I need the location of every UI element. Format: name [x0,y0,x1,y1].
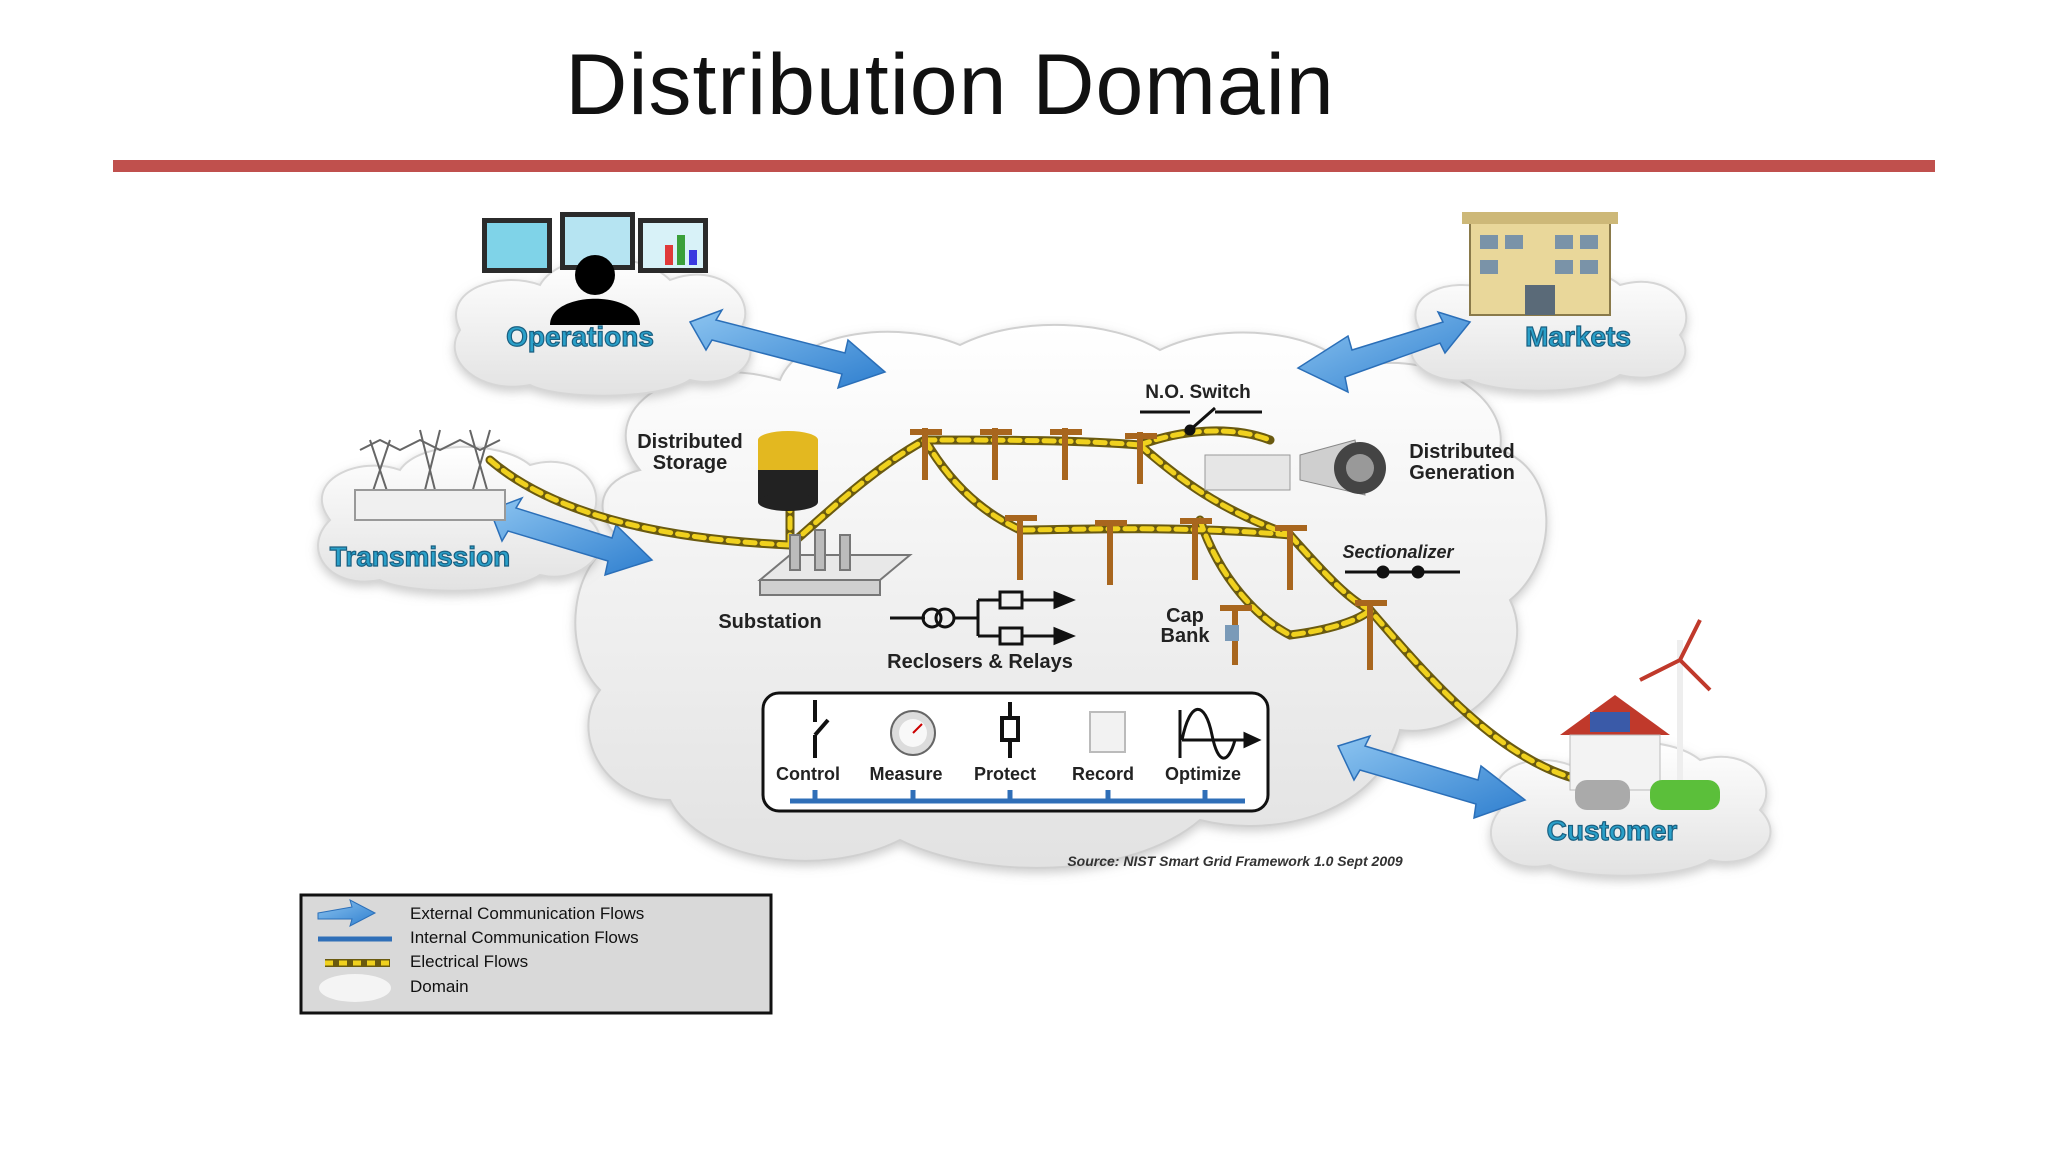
function-label-2: Protect [974,764,1036,784]
label-distributed-generation-1: Distributed [1409,441,1515,463]
legend-external-label: External Communication Flows [410,904,644,923]
label-reclosers-relays: Reclosers & Relays [887,651,1073,673]
title-underline [113,160,1935,172]
domain-label-transmission: Transmission [330,541,511,572]
function-label-0: Control [776,764,840,784]
external-comm-arrow-customer [1336,734,1527,820]
customer-house-icon [1560,619,1720,810]
distributed-generation-icon [1204,439,1386,496]
external-comm-arrow-transmission [489,496,654,577]
markets-building-icon [1462,212,1618,316]
label-sectionalizer: Sectionalizer [1342,542,1454,562]
label-cap-bank-1: Cap [1166,605,1204,627]
external-comm-arrow-markets [1296,310,1472,394]
slide-title: Distribution Domain [565,37,1335,133]
cap-bank-icon [1225,625,1239,641]
source-citation: Source: NIST Smart Grid Framework 1.0 Se… [1067,853,1403,869]
legend-external-arrow-icon [317,899,377,927]
measure-gauge-icon [890,710,936,756]
label-distributed-generation-2: Generation [1409,462,1515,484]
function-panel: Control Measure Protect Record Optimize [761,691,1270,813]
label-cap-bank-2: Bank [1161,625,1211,647]
sectionalizer-icon [1345,565,1460,579]
transmission-tower-icon [354,429,506,521]
external-comm-arrow-operations [688,308,887,390]
reclosers-relays-icon [890,590,1076,646]
utility-poles [910,428,1387,670]
function-label-1: Measure [869,764,942,784]
legend-electrical-label: Electrical Flows [410,952,528,971]
legend: External Communication Flows Internal Co… [299,893,773,1015]
label-distributed-storage-1: Distributed [637,431,743,453]
label-no-switch: N.O. Switch [1145,382,1251,403]
record-scroll-icon [1089,711,1126,753]
function-label-4: Optimize [1165,764,1241,784]
domain-label-customer: Customer [1547,815,1678,846]
legend-domain-icon [319,974,391,1002]
no-switch-icon [1140,406,1262,436]
domain-label-operations: Operations [506,321,654,352]
legend-domain-label: Domain [410,977,469,996]
function-label-3: Record [1072,764,1134,784]
legend-internal-label: Internal Communication Flows [410,928,639,947]
operations-icon [482,212,708,325]
optimize-sine-icon [1178,707,1262,760]
domain-label-markets: Markets [1525,321,1631,352]
label-distributed-storage-2: Storage [653,452,727,474]
substation-icon [757,529,913,596]
protect-icon [1000,702,1020,758]
electrical-flows [485,426,1585,785]
control-icon [813,700,830,758]
label-substation: Substation [718,611,821,633]
distributed-storage-icon [758,431,818,511]
